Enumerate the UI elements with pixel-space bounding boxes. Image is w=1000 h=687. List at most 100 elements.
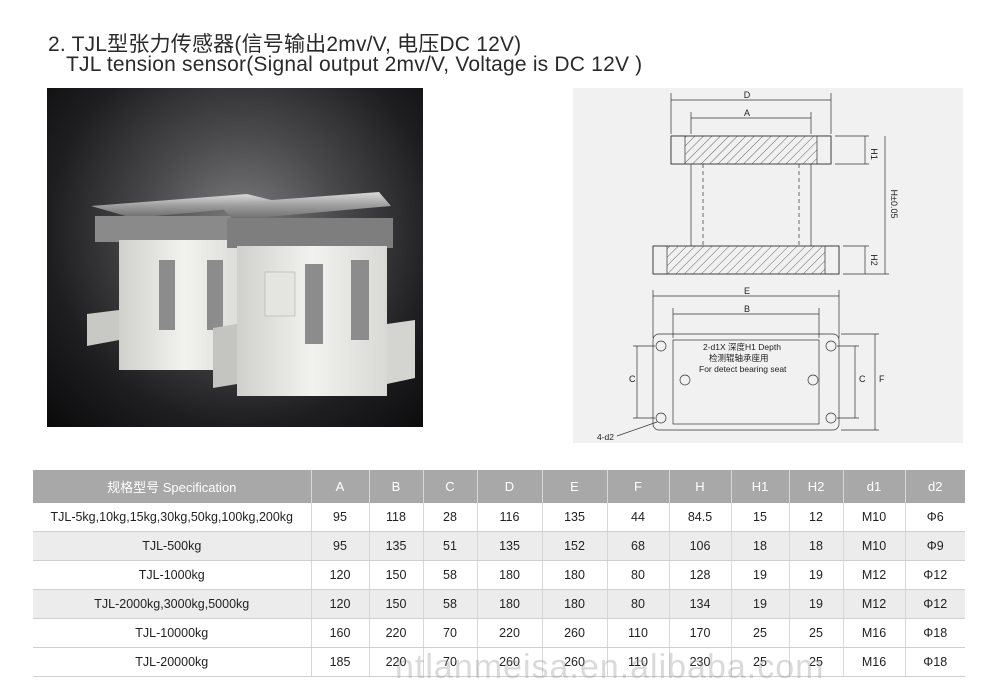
cell-h1: 25 — [730, 647, 789, 677]
cell-h1: 15 — [730, 503, 789, 532]
cell-b: 220 — [368, 618, 423, 648]
cell-h2: 19 — [788, 560, 843, 590]
cell-d: 116 — [476, 503, 542, 532]
col-header-h2: H2 — [788, 470, 843, 503]
spec-table: 规格型号 Specification A B C D E F H H1 H2 d… — [33, 470, 965, 677]
cell-a: 120 — [310, 560, 369, 590]
dim-label-h: H±0.05 — [889, 190, 899, 219]
cell-c: 58 — [422, 560, 477, 590]
note-bearing-seat: For detect bearing seat — [699, 364, 787, 374]
cell-d1: M12 — [842, 560, 905, 590]
col-header-a: A — [310, 470, 369, 503]
cell-c: 28 — [422, 503, 477, 532]
cell-d: 220 — [476, 618, 542, 648]
cell-a: 120 — [310, 589, 369, 619]
cell-c: 70 — [422, 618, 477, 648]
cell-d1: M10 — [842, 503, 905, 532]
cell-h: 128 — [668, 560, 731, 590]
cell-h2: 12 — [788, 503, 843, 532]
cell-c: 70 — [422, 647, 477, 677]
cell-a: 95 — [310, 531, 369, 561]
dim-label-e: E — [744, 286, 750, 296]
dim-label-h1: H1 — [869, 148, 879, 160]
dimension-drawing: D A H1 H±0.05 H2 E B C C F 2-d1X 深度H1 De… — [597, 90, 899, 442]
dim-label-d: D — [744, 90, 751, 100]
cell-e: 152 — [541, 531, 607, 561]
heading-english: TJL tension sensor(Signal output 2mv/V, … — [66, 53, 643, 76]
cell-h: 84.5 — [668, 503, 731, 532]
cell-c: 58 — [422, 589, 477, 619]
cell-h2: 19 — [788, 589, 843, 619]
cell-e: 260 — [541, 647, 607, 677]
cell-d: 135 — [476, 531, 542, 561]
cell-f: 44 — [606, 503, 669, 532]
cell-f: 110 — [606, 647, 669, 677]
col-header-h: H — [668, 470, 731, 503]
cell-spec: TJL-2000kg,3000kg,5000kg — [33, 589, 311, 619]
dim-label-a: A — [744, 108, 750, 118]
cell-a: 160 — [310, 618, 369, 648]
cell-b: 118 — [368, 503, 423, 532]
cell-b: 135 — [368, 531, 423, 561]
table-row: TJL-2000kg,3000kg,5000kg 120 150 58 180 … — [33, 589, 965, 619]
cell-c: 51 — [422, 531, 477, 561]
cell-spec: TJL-500kg — [33, 531, 311, 561]
cell-h1: 25 — [730, 618, 789, 648]
dim-label-b: B — [744, 304, 750, 314]
cell-h: 170 — [668, 618, 731, 648]
col-header-f: F — [606, 470, 669, 503]
table-row: TJL-5kg,10kg,15kg,30kg,50kg,100kg,200kg … — [33, 503, 965, 532]
table-row: TJL-500kg 95 135 51 135 152 68 106 18 18… — [33, 531, 965, 561]
note-depth: 2-d1X 深度H1 Depth — [703, 342, 781, 352]
cell-d1: M16 — [842, 647, 905, 677]
dim-label-4d2: 4-d2 — [597, 432, 614, 442]
cell-h: 134 — [668, 589, 731, 619]
cell-h1: 18 — [730, 531, 789, 561]
cell-d2: Φ18 — [904, 618, 965, 648]
cell-d2: Φ18 — [904, 647, 965, 677]
cell-a: 95 — [310, 503, 369, 532]
dim-label-c-right: C — [859, 374, 866, 384]
cell-h2: 18 — [788, 531, 843, 561]
cell-d1: M10 — [842, 531, 905, 561]
cell-h: 106 — [668, 531, 731, 561]
cell-h1: 19 — [730, 560, 789, 590]
cell-h: 230 — [668, 647, 731, 677]
col-header-d1: d1 — [842, 470, 905, 503]
cell-e: 260 — [541, 618, 607, 648]
table-header-row: 规格型号 Specification A B C D E F H H1 H2 d… — [33, 470, 965, 503]
cell-f: 80 — [606, 560, 669, 590]
cell-d2: Φ9 — [904, 531, 965, 561]
col-header-b: B — [368, 470, 423, 503]
cell-e: 135 — [541, 503, 607, 532]
col-header-e: E — [541, 470, 607, 503]
col-header-h1: H1 — [730, 470, 789, 503]
cell-d1: M16 — [842, 618, 905, 648]
cell-spec: TJL-5kg,10kg,15kg,30kg,50kg,100kg,200kg — [33, 503, 311, 532]
tension-sensor-illustration — [87, 192, 415, 396]
note-chinese: 检测辊轴承座用 — [709, 353, 769, 363]
dim-label-f: F — [879, 374, 885, 384]
cell-spec: TJL-10000kg — [33, 618, 311, 648]
cell-spec: TJL-1000kg — [33, 560, 311, 590]
col-header-d2: d2 — [904, 470, 965, 503]
cell-h1: 19 — [730, 589, 789, 619]
dim-label-h2: H2 — [869, 254, 879, 266]
col-header-c: C — [422, 470, 477, 503]
cell-a: 185 — [310, 647, 369, 677]
cell-b: 150 — [368, 589, 423, 619]
product-photo — [47, 88, 423, 427]
cell-d2: Φ12 — [904, 589, 965, 619]
cell-d1: M12 — [842, 589, 905, 619]
col-header-spec: 规格型号 Specification — [33, 470, 311, 503]
table-row: TJL-20000kg 185 220 70 260 260 110 230 2… — [33, 647, 965, 677]
cell-b: 150 — [368, 560, 423, 590]
cell-b: 220 — [368, 647, 423, 677]
cell-f: 110 — [606, 618, 669, 648]
table-row: TJL-1000kg 120 150 58 180 180 80 128 19 … — [33, 560, 965, 590]
cell-h2: 25 — [788, 647, 843, 677]
cell-f: 80 — [606, 589, 669, 619]
cell-d: 180 — [476, 560, 542, 590]
cell-d: 260 — [476, 647, 542, 677]
cell-spec: TJL-20000kg — [33, 647, 311, 677]
